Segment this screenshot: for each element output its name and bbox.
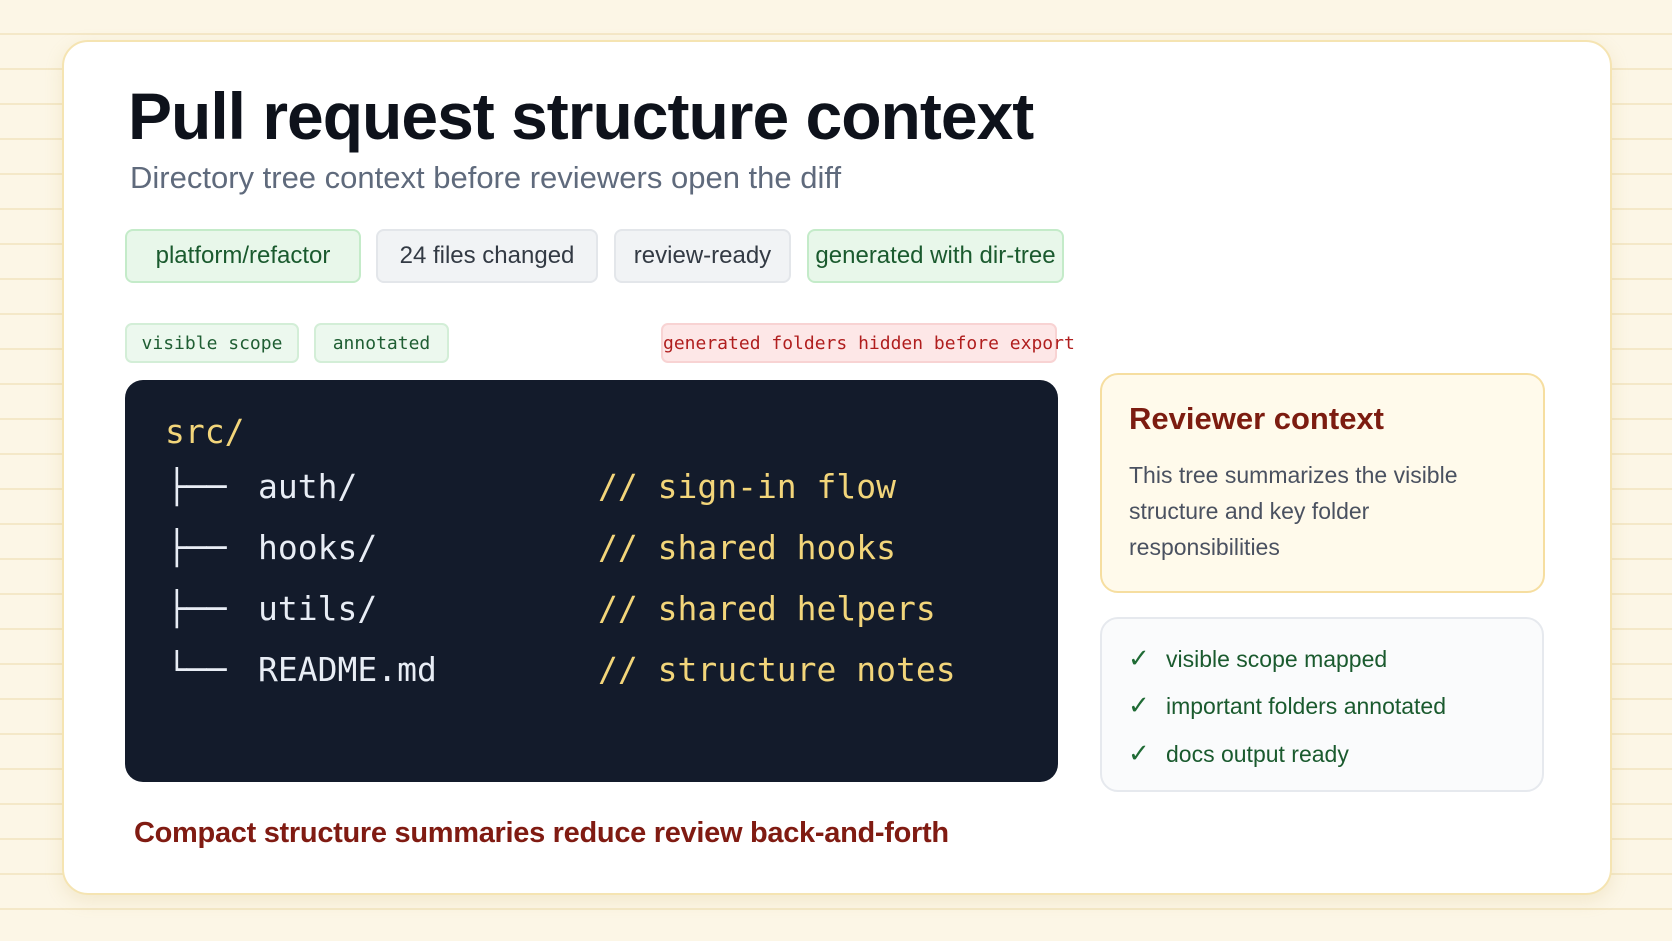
checklist-item: ✓ visible scope mapped — [1128, 641, 1387, 675]
tree-comment: // shared hooks — [598, 528, 897, 567]
tree-entry-hooks[interactable]: hooks/ — [258, 528, 378, 567]
visible-scope-tag: visible scope — [125, 323, 299, 363]
tree-comment: // shared helpers — [598, 589, 936, 628]
checklist-item-label: important folders annotated — [1166, 693, 1447, 719]
checklist-item-label: docs output ready — [1166, 741, 1349, 767]
check-icon: ✓ — [1128, 690, 1150, 720]
branch-pill[interactable]: platform/refactor — [125, 229, 361, 283]
tree-branch: ├── — [167, 528, 227, 567]
tree-entry-readme[interactable]: README.md — [258, 650, 437, 689]
checklist-card: ✓ visible scope mapped ✓ important folders… — [1100, 617, 1544, 792]
page-title: Pull request structure context — [128, 79, 1034, 153]
page-subtitle: Directory tree context before reviewers … — [130, 160, 842, 195]
tree-branch: ├── — [167, 589, 227, 628]
hidden-folders-warning-tag: generated folders hidden before export — [661, 323, 1075, 363]
tree-root: src/ — [165, 412, 245, 451]
check-icon: ✓ — [1128, 643, 1150, 673]
tree-entry-utils[interactable]: utils/ — [258, 589, 378, 628]
checklist-item: ✓ docs output ready — [1128, 736, 1349, 770]
summary-note: Compact structure summaries reduce revie… — [134, 817, 949, 849]
directory-tree-panel: src/ ├── auth/ // sign-in flow ├── hooks… — [125, 380, 1058, 782]
tree-branch: └── — [167, 650, 227, 689]
checklist-item-label: visible scope mapped — [1166, 646, 1388, 672]
annotated-tag: annotated — [314, 323, 449, 363]
generator-pill[interactable]: generated with dir-tree — [807, 229, 1064, 283]
reviewer-context-body: This tree summarizes the visible structu… — [1129, 462, 1458, 560]
tree-branch: ├── — [167, 467, 227, 506]
reviewer-context-card: Reviewer context This tree summarizes th… — [1100, 373, 1545, 593]
tree-comment: // sign-in flow — [598, 467, 897, 506]
tree-comment: // structure notes — [598, 650, 956, 689]
reviewer-context-title: Reviewer context — [1129, 401, 1384, 436]
tree-entry-auth[interactable]: auth/ — [258, 467, 358, 506]
files-changed-pill[interactable]: 24 files changed — [376, 229, 598, 283]
checklist-item: ✓ important folders annotated — [1128, 688, 1446, 722]
check-icon: ✓ — [1128, 738, 1150, 768]
review-status-pill[interactable]: review-ready — [614, 229, 791, 283]
